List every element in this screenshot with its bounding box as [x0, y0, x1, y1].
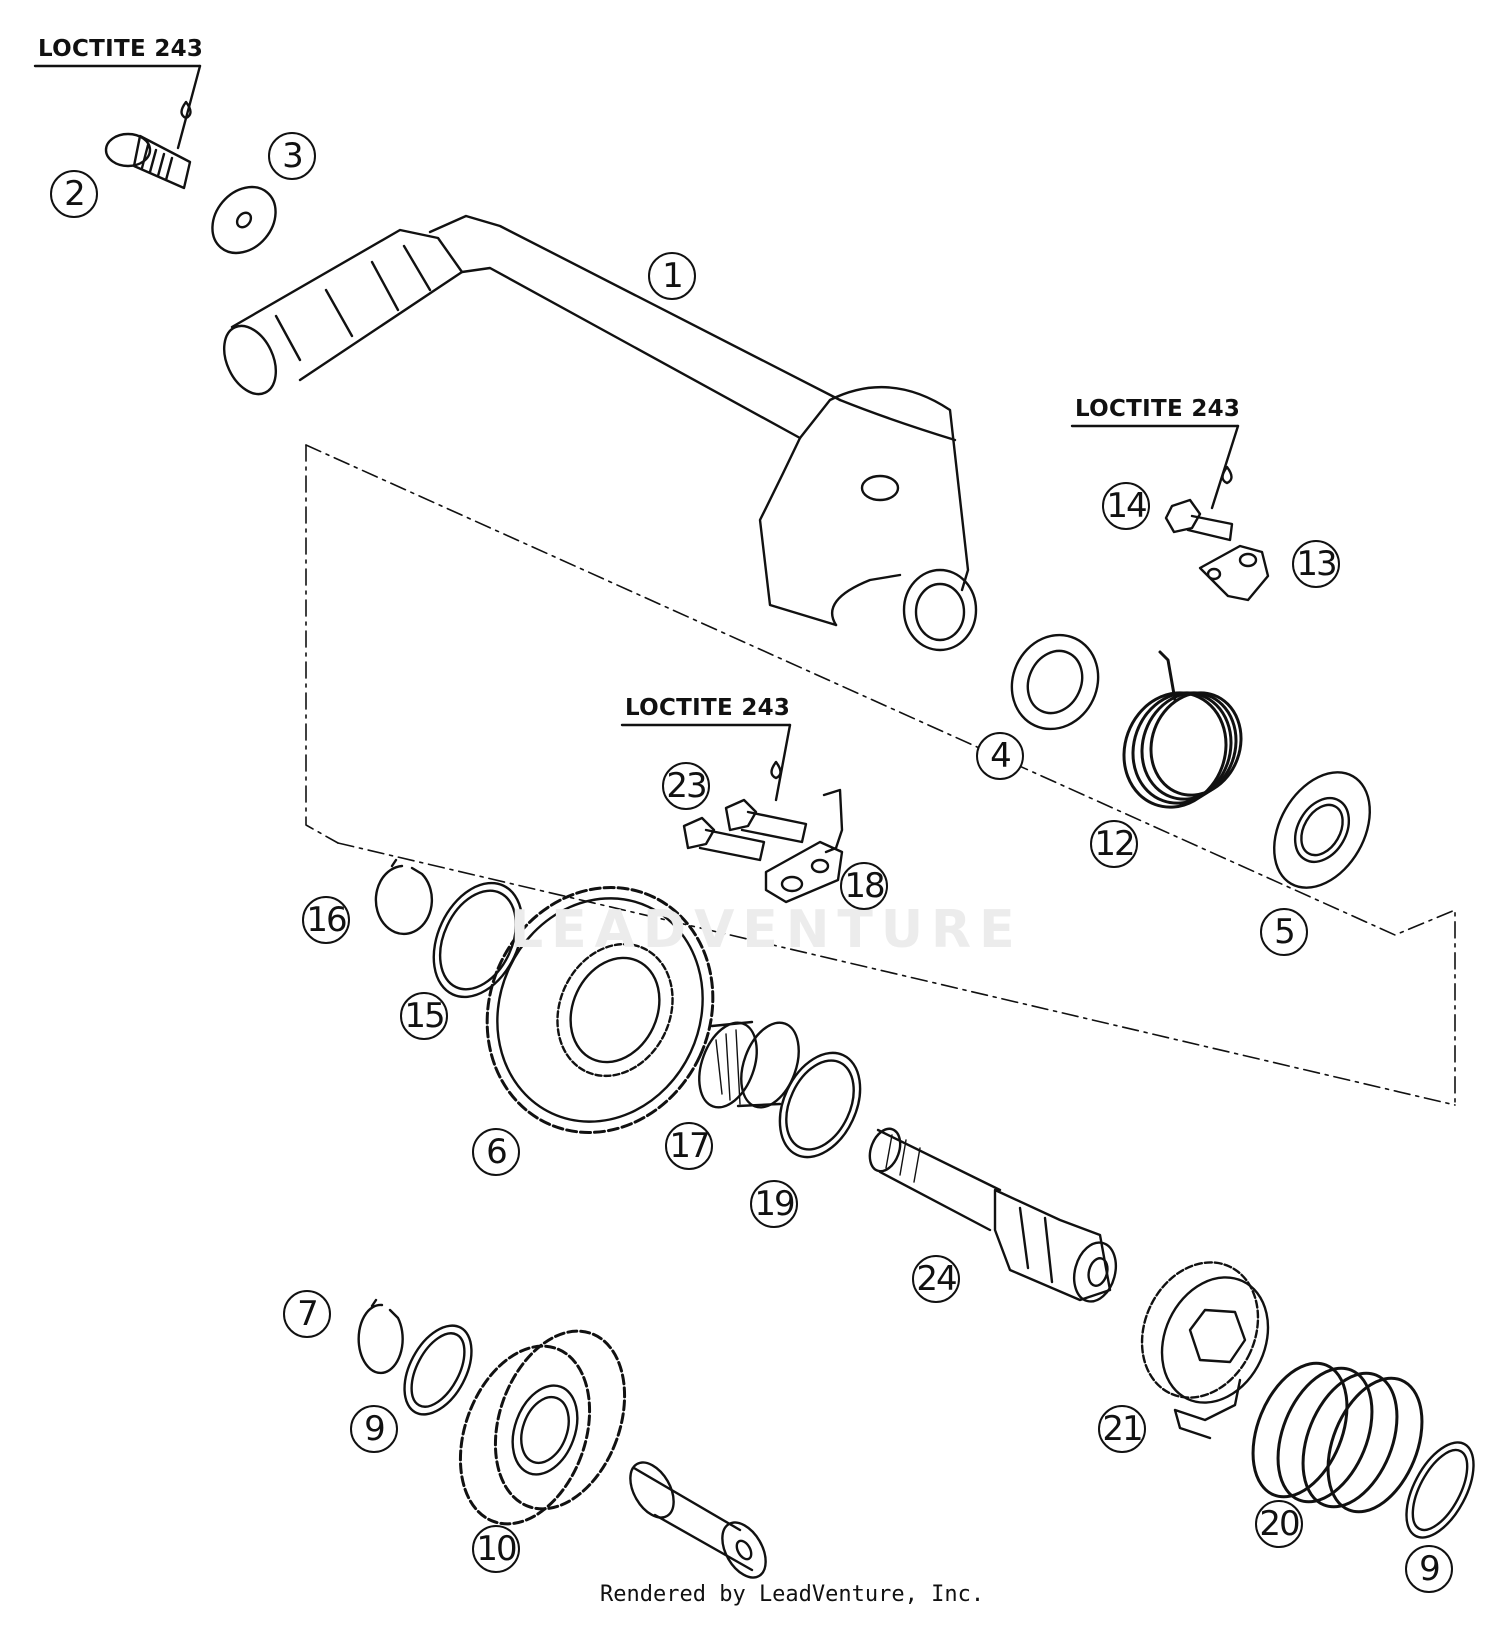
callout-7: 7	[283, 1290, 331, 1338]
part-20-coil-spring	[1251, 1361, 1424, 1514]
part-2-screw	[104, 132, 192, 190]
part-9-washer-left	[403, 1324, 473, 1416]
callout-17: 17	[665, 1122, 713, 1170]
callout-23: 23	[662, 762, 710, 810]
part-1-kick-lever	[222, 214, 978, 652]
callout-20: 20	[1255, 1500, 1303, 1548]
part-23-screws	[682, 798, 808, 862]
part-18-pawl	[764, 788, 844, 904]
part-13-bracket	[1198, 544, 1270, 602]
callout-3: 3	[268, 132, 316, 180]
callout-4: 4	[976, 732, 1024, 780]
callout-18: 18	[840, 862, 888, 910]
callout-15: 15	[400, 992, 448, 1040]
loctite-leaders	[33, 64, 1240, 802]
drop-icon	[770, 760, 782, 780]
part-16-circlip	[374, 858, 434, 936]
callout-5: 5	[1260, 908, 1308, 956]
part-17-bearing	[698, 1020, 800, 1109]
part-6-kick-gear	[485, 886, 715, 1134]
callout-9: 9	[1405, 1545, 1453, 1593]
part-3-washer	[211, 185, 277, 255]
part-9-washer-right	[1405, 1441, 1475, 1539]
part-5-washer	[1273, 771, 1371, 889]
part-24-kick-shaft	[868, 1127, 1118, 1303]
callout-19: 19	[750, 1180, 798, 1228]
part-12-torsion-spring	[1122, 650, 1243, 809]
callout-13: 13	[1292, 540, 1340, 588]
part-7-circlip	[357, 1298, 404, 1375]
footer-credit: Rendered by LeadVenture, Inc.	[600, 1582, 985, 1607]
part-14-bolt	[1164, 498, 1234, 542]
assembly-outline	[305, 444, 1456, 1106]
callout-9: 9	[350, 1405, 398, 1453]
callout-12: 12	[1090, 820, 1138, 868]
loctite-label: LOCTITE 243	[1075, 396, 1241, 422]
part-10-idler-gear	[458, 1329, 627, 1526]
part-19-washer	[778, 1051, 862, 1159]
callout-24: 24	[912, 1255, 960, 1303]
callout-14: 14	[1102, 482, 1150, 530]
callout-6: 6	[472, 1128, 520, 1176]
drop-icon	[1221, 465, 1233, 485]
part-21-ratchet	[1140, 1261, 1270, 1440]
callout-10: 10	[472, 1525, 520, 1573]
loctite-label: LOCTITE 243	[625, 695, 791, 721]
callout-21: 21	[1098, 1405, 1146, 1453]
callout-16: 16	[302, 896, 350, 944]
callout-1: 1	[648, 252, 696, 300]
loctite-label: LOCTITE 243	[38, 36, 204, 62]
drop-icon	[180, 100, 192, 120]
pin	[629, 1461, 767, 1579]
callout-2: 2	[50, 170, 98, 218]
part-4-seal-ring	[1010, 633, 1100, 731]
watermark: LEADVENTURE	[510, 900, 1023, 960]
